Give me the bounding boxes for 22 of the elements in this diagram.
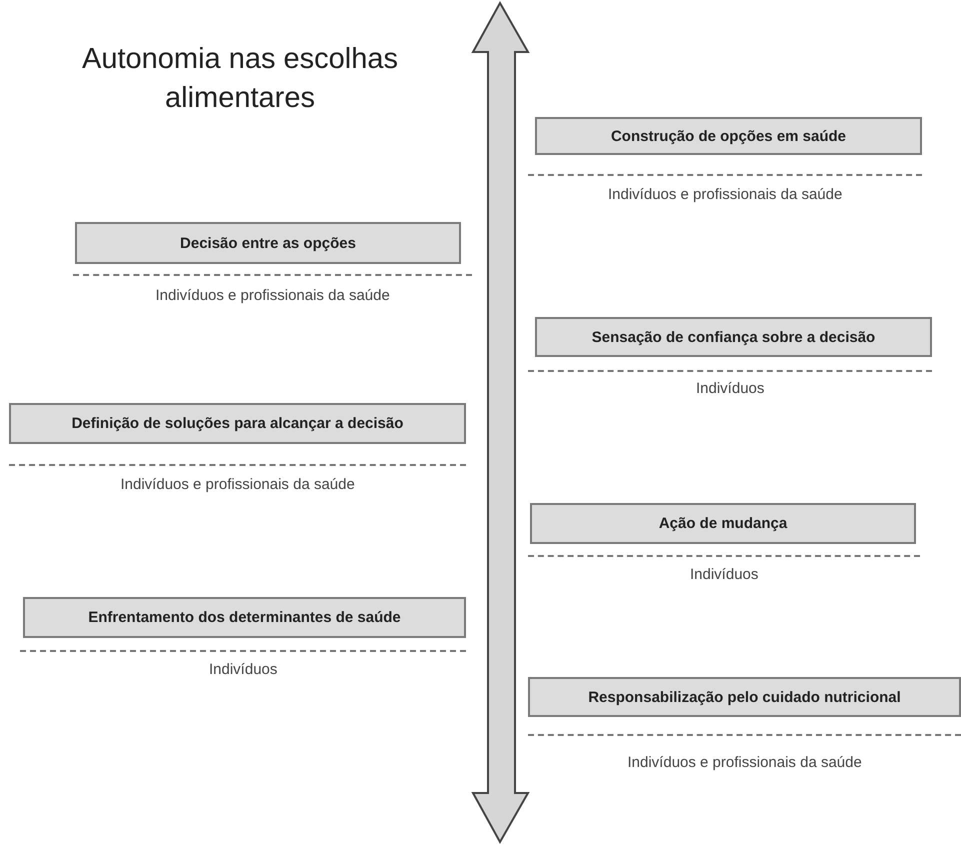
label-box: [530, 503, 916, 544]
box-label: Enfrentamento dos determinantes de saúde: [88, 609, 401, 626]
caption-text: Indivíduos e profissionais da saúde: [628, 754, 862, 771]
box-label: Construção de opções em saúde: [610, 128, 846, 144]
label-box: [23, 597, 466, 638]
box-label: Definição de soluções para alcançar a decisão: [72, 415, 404, 432]
caption-text: Indivíduos e profissionais da saúde: [608, 186, 842, 203]
label-box: [75, 222, 461, 264]
box-label: Sensação de confiança sobre a decisão: [592, 328, 876, 346]
box-label: Decisão entre as opções: [180, 234, 356, 252]
caption-text: Indivíduos e profissionais da saúde: [156, 287, 390, 304]
caption-text: Indivíduos: [690, 566, 758, 583]
caption-text: Indivíduos: [209, 661, 278, 678]
diagram-title: Autonomia nas escolhas alimentares: [81, 42, 399, 116]
box-label: Ação de mudança: [658, 515, 788, 532]
label-box: [535, 117, 922, 155]
label-box: [535, 317, 932, 357]
box-label: Responsabilização pelo cuidado nutricional: [588, 688, 901, 706]
caption-text: Indivíduos e profissionais da saúde: [120, 476, 355, 493]
label-box: [528, 677, 961, 717]
caption-text: Indivíduos: [696, 380, 764, 397]
label-box: [9, 403, 466, 444]
